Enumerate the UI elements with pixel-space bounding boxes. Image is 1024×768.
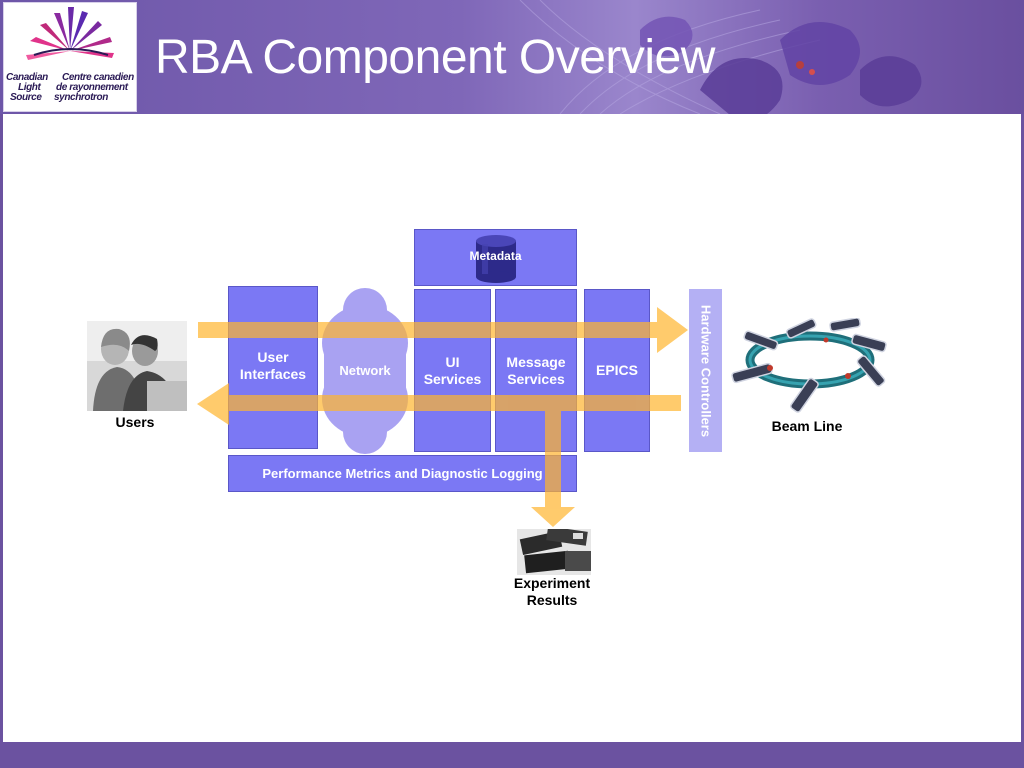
data-tapes-illustration: [517, 529, 591, 575]
metadata-label: Metadata: [469, 249, 522, 263]
users-photo: [87, 321, 187, 411]
metadata-box: Metadata: [414, 229, 577, 286]
user-interfaces-box: User Interfaces: [228, 286, 318, 449]
epics-label: EPICS: [595, 362, 638, 378]
beam-line-image: [730, 318, 890, 416]
beam-line-label: Beam Line: [771, 418, 843, 434]
database-icon: [476, 235, 516, 283]
logo-text-fr-3: synchrotron: [54, 92, 108, 103]
beam-line-illustration: [731, 318, 887, 413]
network-label: Network: [339, 363, 391, 378]
performance-box: Performance Metrics and Diagnostic Loggi…: [228, 455, 577, 492]
logo-text-en-1: Canadian: [6, 72, 48, 83]
slide-title: RBA Component Overview: [155, 31, 715, 84]
users-label: Users: [115, 414, 155, 430]
ui-services-label: UI Services: [423, 353, 482, 387]
header-decoration: [519, 0, 922, 114]
logo-starburst-icon: [26, 7, 114, 60]
logo-text-fr-2: de rayonnement: [56, 82, 128, 93]
hardware-controllers-box: Hardware Controllers: [689, 289, 722, 452]
users-photo-image: [87, 321, 187, 411]
message-services-label: Message Services: [506, 353, 566, 387]
user-interfaces-label: User Interfaces: [239, 349, 307, 382]
epics-box: EPICS: [584, 289, 650, 452]
header-banner: Canadian Light Source Centre canadien de…: [0, 0, 1024, 114]
cls-logo: Canadian Light Source Centre canadien de…: [3, 2, 137, 112]
experiment-results-label: Experiment Results: [504, 575, 600, 609]
logo-text-en-2: Light: [18, 82, 41, 93]
logo-text-en-3: Source: [10, 92, 42, 103]
message-services-box: Message Services: [495, 289, 577, 452]
ui-services-box: UI Services: [414, 289, 491, 452]
experiment-results-image: [517, 529, 591, 575]
footer-bar: [0, 742, 1024, 768]
logo-text-fr-1: Centre canadien: [62, 72, 134, 83]
hardware-controllers-label: Hardware Controllers: [698, 304, 713, 437]
experiment-results-text: Experiment Results: [513, 575, 591, 608]
performance-label: Performance Metrics and Diagnostic Loggi…: [262, 466, 543, 481]
